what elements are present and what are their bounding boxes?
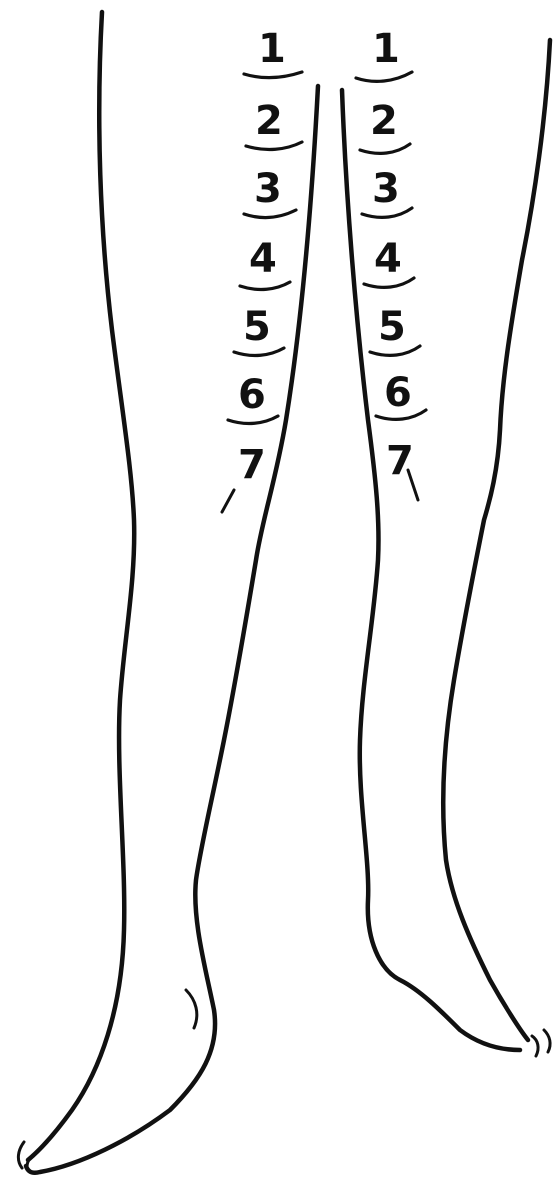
right-segment-6: 6 [384, 370, 412, 416]
right-divider-2 [360, 144, 410, 153]
right-segment-1: 1 [372, 26, 400, 72]
left-leg-outer-contour [28, 12, 134, 1160]
left-divider-4 [240, 282, 290, 289]
left-ankle-bone [186, 990, 197, 1028]
left-segment-5: 5 [243, 304, 271, 350]
right-leg-outer-contour [443, 40, 550, 1040]
left-segment-7: 7 [238, 442, 266, 488]
left-segment-2: 2 [255, 98, 283, 144]
left-segment-1: 1 [258, 26, 286, 72]
left-segment-3: 3 [254, 166, 282, 212]
right-segment-2: 2 [370, 98, 398, 144]
right-leg-inner-contour [342, 90, 520, 1050]
right-segment-5: 5 [378, 304, 406, 350]
left-knee-mark [222, 490, 234, 512]
left-leg-numbers: 1 2 3 4 5 6 7 [238, 26, 286, 488]
right-segment-4: 4 [374, 236, 402, 282]
right-divider-1 [356, 72, 412, 81]
right-foot-toe-mark-2 [544, 1030, 550, 1052]
left-segment-6: 6 [238, 372, 266, 418]
left-foot-toe-mark [18, 1142, 24, 1168]
left-divider-1 [244, 72, 302, 78]
right-segment-7: 7 [386, 438, 414, 484]
left-segment-4: 4 [249, 236, 277, 282]
right-segment-3: 3 [372, 166, 400, 212]
right-foot-toe-mark [532, 1036, 538, 1056]
